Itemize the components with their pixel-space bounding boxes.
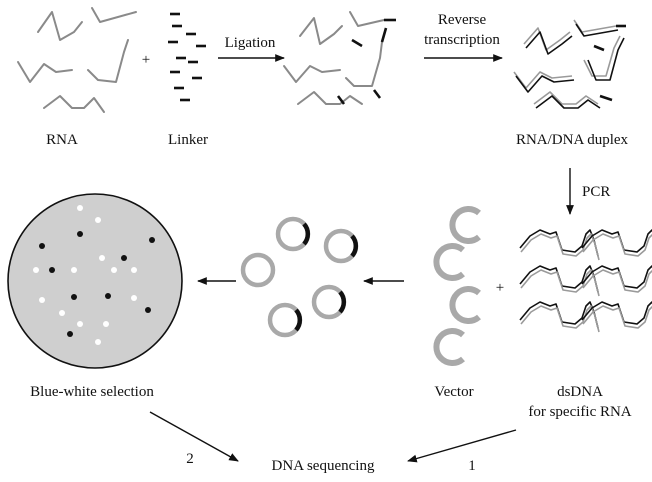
reverse-transcription-label-line1: Reverse: [438, 12, 487, 28]
dna-sequencing-label: DNA sequencing: [272, 458, 375, 474]
route-2-label: 2: [186, 451, 194, 467]
petri-dish: [7, 193, 183, 369]
plus-sign: +: [142, 52, 150, 68]
dsdna-label-line2: for specific RNA: [528, 404, 631, 420]
colonies: [33, 205, 155, 345]
route-1-label: 1: [468, 458, 476, 474]
linker-fragments: [168, 12, 206, 102]
ligation-label: Ligation: [225, 35, 276, 51]
dsdna-label-line1: dsDNA: [557, 384, 603, 400]
rna-fragments: [17, 7, 137, 113]
open-vectors: [433, 206, 481, 366]
ligated-rna: [283, 11, 396, 105]
linker-label: Linker: [168, 132, 208, 148]
rna-label: RNA: [46, 132, 78, 148]
vector-label: Vector: [434, 384, 473, 400]
route-2-arrow: [149, 411, 239, 462]
plus-sign-2: +: [496, 280, 504, 296]
recombinant-plasmids: [240, 216, 359, 338]
blue-white-label: Blue-white selection: [30, 384, 154, 400]
route-1-arrow: [407, 429, 517, 463]
dsdna-products: [519, 229, 652, 333]
rna-dna-duplex: [513, 19, 626, 109]
reverse-transcription-label-line2: transcription: [424, 32, 500, 48]
pcr-label: PCR: [582, 184, 610, 200]
duplex-label: RNA/DNA duplex: [516, 132, 629, 148]
